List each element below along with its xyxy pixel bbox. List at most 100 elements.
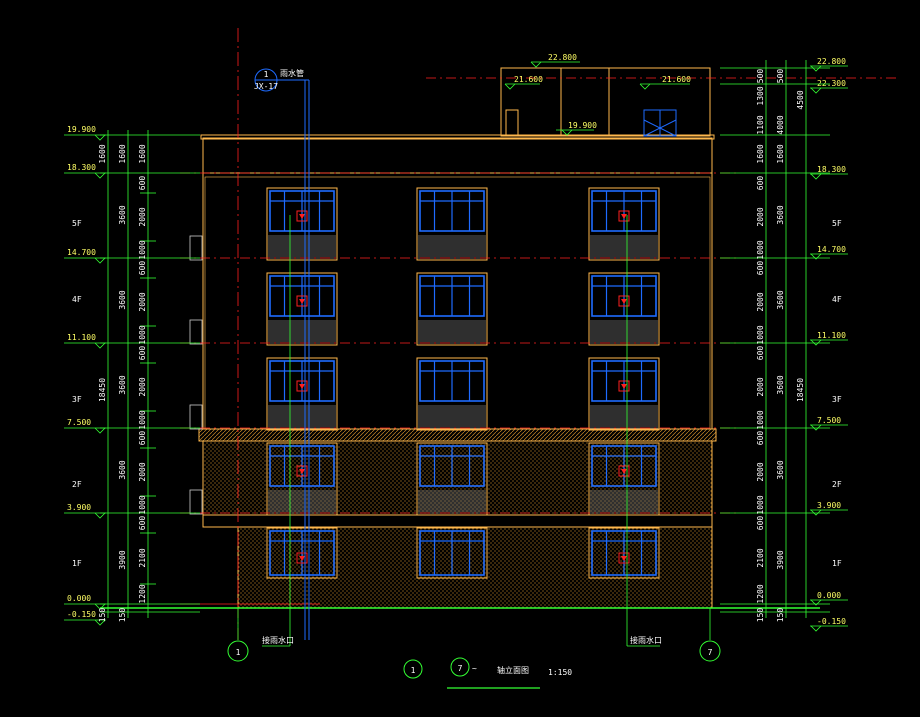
floor-label-right: 4F	[832, 295, 842, 304]
fixture-marker	[296, 380, 308, 392]
dimension-value: 1000	[138, 495, 147, 514]
left-level-label: 18.300	[67, 163, 96, 172]
fixture-marker-arrow	[621, 556, 627, 561]
window	[416, 527, 488, 579]
downpipe-note-left: 接雨水口	[262, 635, 294, 645]
detail-bubble-bottom: JX-17	[254, 82, 278, 91]
dimension-value: 1000	[138, 410, 147, 429]
roof-door-left	[505, 109, 519, 137]
level-triangle	[810, 173, 822, 180]
downpipe	[275, 79, 310, 640]
window	[588, 527, 660, 579]
window	[416, 442, 488, 516]
dimension-value: 1000	[756, 240, 765, 259]
title-bubble-right-label: 7	[458, 664, 463, 673]
level-triangle	[94, 172, 106, 179]
fixture-marker	[618, 210, 630, 222]
axis-label-7: 7	[708, 648, 713, 657]
dimension-value: 1200	[138, 584, 147, 603]
window	[416, 357, 488, 431]
dimension-value: 2000	[138, 292, 147, 311]
dimension-value: 2000	[138, 462, 147, 481]
window	[416, 272, 488, 346]
dimension-value: 2000	[756, 462, 765, 481]
dimension-value: 1300	[756, 86, 765, 105]
dimension-value: 500	[756, 69, 765, 84]
level-triangle	[94, 619, 106, 626]
dimension-value: 1600	[756, 144, 765, 163]
ac-units	[189, 235, 203, 515]
dimension-value: 3600	[776, 205, 785, 224]
dimension-value: 500	[776, 69, 785, 84]
dimension-value: 150	[98, 608, 107, 623]
fixture-marker	[618, 465, 630, 477]
left-level-label: -0.150	[67, 610, 96, 619]
floor-label-left: 4F	[72, 295, 82, 304]
ac-unit	[189, 319, 203, 345]
second-floor-ledge	[202, 514, 713, 528]
fixture-marker-arrow	[299, 299, 305, 304]
level-triangle	[810, 625, 822, 632]
dimension-value: 1000	[756, 325, 765, 344]
window	[266, 442, 338, 516]
fixture-marker	[296, 465, 308, 477]
axis-bubbles: 1 7	[227, 608, 721, 662]
dimension-value: 2000	[138, 377, 147, 396]
dimension-value: 2000	[756, 292, 765, 311]
dimension-value: 1000	[138, 325, 147, 344]
dimension-value: 150	[118, 608, 127, 623]
level-triangle	[94, 427, 106, 434]
dimension-value: 1600	[118, 144, 127, 163]
floor-label-right: 1F	[832, 559, 842, 568]
right-level-label: -0.150	[817, 617, 846, 626]
title-bubble-left	[403, 659, 423, 679]
left-level-label: 14.700	[67, 248, 96, 257]
dimension-value: 1200	[756, 584, 765, 603]
downpipe-notes	[262, 215, 660, 647]
downpipe-note-right: 接雨水口	[630, 635, 662, 645]
dimension-value: 2100	[756, 548, 765, 567]
dimension-value: 150	[756, 608, 765, 623]
fixture-marker-arrow	[621, 299, 627, 304]
dimension-value: 3600	[118, 290, 127, 309]
fixture-marker-arrow	[299, 469, 305, 474]
left-level-label: 11.100	[67, 333, 96, 342]
floor-label-left: 3F	[72, 395, 82, 404]
parapet	[202, 137, 713, 174]
dimension-value: 1000	[756, 410, 765, 429]
right-dimensions	[720, 60, 830, 618]
level-roof-top: 22.800	[548, 53, 577, 62]
level-triangle	[810, 599, 822, 606]
level-triangle	[94, 342, 106, 349]
right-level-label: 22.300	[817, 79, 846, 88]
dimension-value: 1000	[138, 240, 147, 259]
right-level-label: 22.800	[817, 57, 846, 66]
floor-label-left: 2F	[72, 480, 82, 489]
dimension-value: 3600	[776, 290, 785, 309]
left-level-markers: 19.90018.30014.70011.1007.5003.9000.000-…	[64, 125, 106, 626]
left-level-label: 19.900	[67, 125, 96, 134]
dimension-value: 4000	[776, 115, 785, 134]
axis-label-1: 1	[236, 648, 241, 657]
title-bubble-left-label: 1	[411, 666, 416, 675]
axis-bubble-7	[699, 640, 721, 662]
level-triangle	[810, 253, 822, 260]
dimension-value: 1600	[776, 144, 785, 163]
floor-label-right: 2F	[832, 480, 842, 489]
level-triangle	[810, 424, 822, 431]
floor-label-left: 5F	[72, 219, 82, 228]
roof-cornice	[200, 134, 715, 140]
dimension-value: 600	[756, 431, 765, 446]
dimension-value: 4500	[796, 90, 805, 109]
upper-wall	[202, 172, 713, 434]
belt-course	[198, 428, 717, 442]
dimension-value: 600	[756, 346, 765, 361]
upper-wall-inner	[204, 176, 711, 434]
dimension-value: 1600	[98, 144, 107, 163]
dimension-value: 600	[756, 261, 765, 276]
fixture-marker-arrow	[621, 469, 627, 474]
left-dimensions	[100, 130, 200, 618]
roof-stair-enclosure	[500, 67, 711, 137]
window	[588, 272, 660, 346]
